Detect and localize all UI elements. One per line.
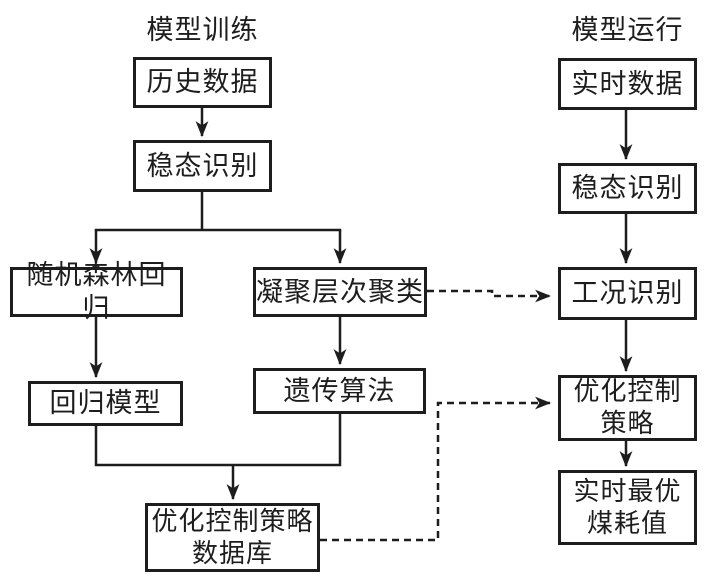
connector-merge-lines [94, 414, 342, 467]
flow-box-steady-state-train: 稳态识别 [133, 140, 272, 192]
flow-box-agglomerative-clustering: 凝聚层次聚类 [253, 267, 427, 317]
flow-box-historical-data: 历史数据 [133, 57, 272, 108]
flow-box-realtime-data: 实时数据 [558, 58, 697, 110]
flow-box-condition-identification: 工况识别 [558, 267, 697, 320]
flow-box-optimal-control-strategy: 优化控制 策略 [558, 375, 697, 441]
connector-split-stem-and-bar [94, 192, 342, 232]
flow-box-strategy-database: 优化控制策略 数据库 [145, 503, 320, 572]
flow-box-random-forest-regression: 随机森林回归 [10, 260, 183, 323]
flow-box-realtime-optimal-coal: 实时最优 煤耗值 [558, 470, 697, 545]
column-header-model-running: 模型运行 [571, 15, 684, 45]
connector-dashed-database-to-strategy [320, 396, 552, 542]
column-header-model-training: 模型训练 [146, 15, 259, 45]
connector-dashed-agglomerative-to-condition [427, 289, 552, 303]
flow-box-genetic-algorithm: 遗传算法 [253, 368, 426, 414]
flow-box-regression-model: 回归模型 [28, 381, 183, 426]
flow-box-steady-state-run: 稳态识别 [558, 163, 697, 214]
